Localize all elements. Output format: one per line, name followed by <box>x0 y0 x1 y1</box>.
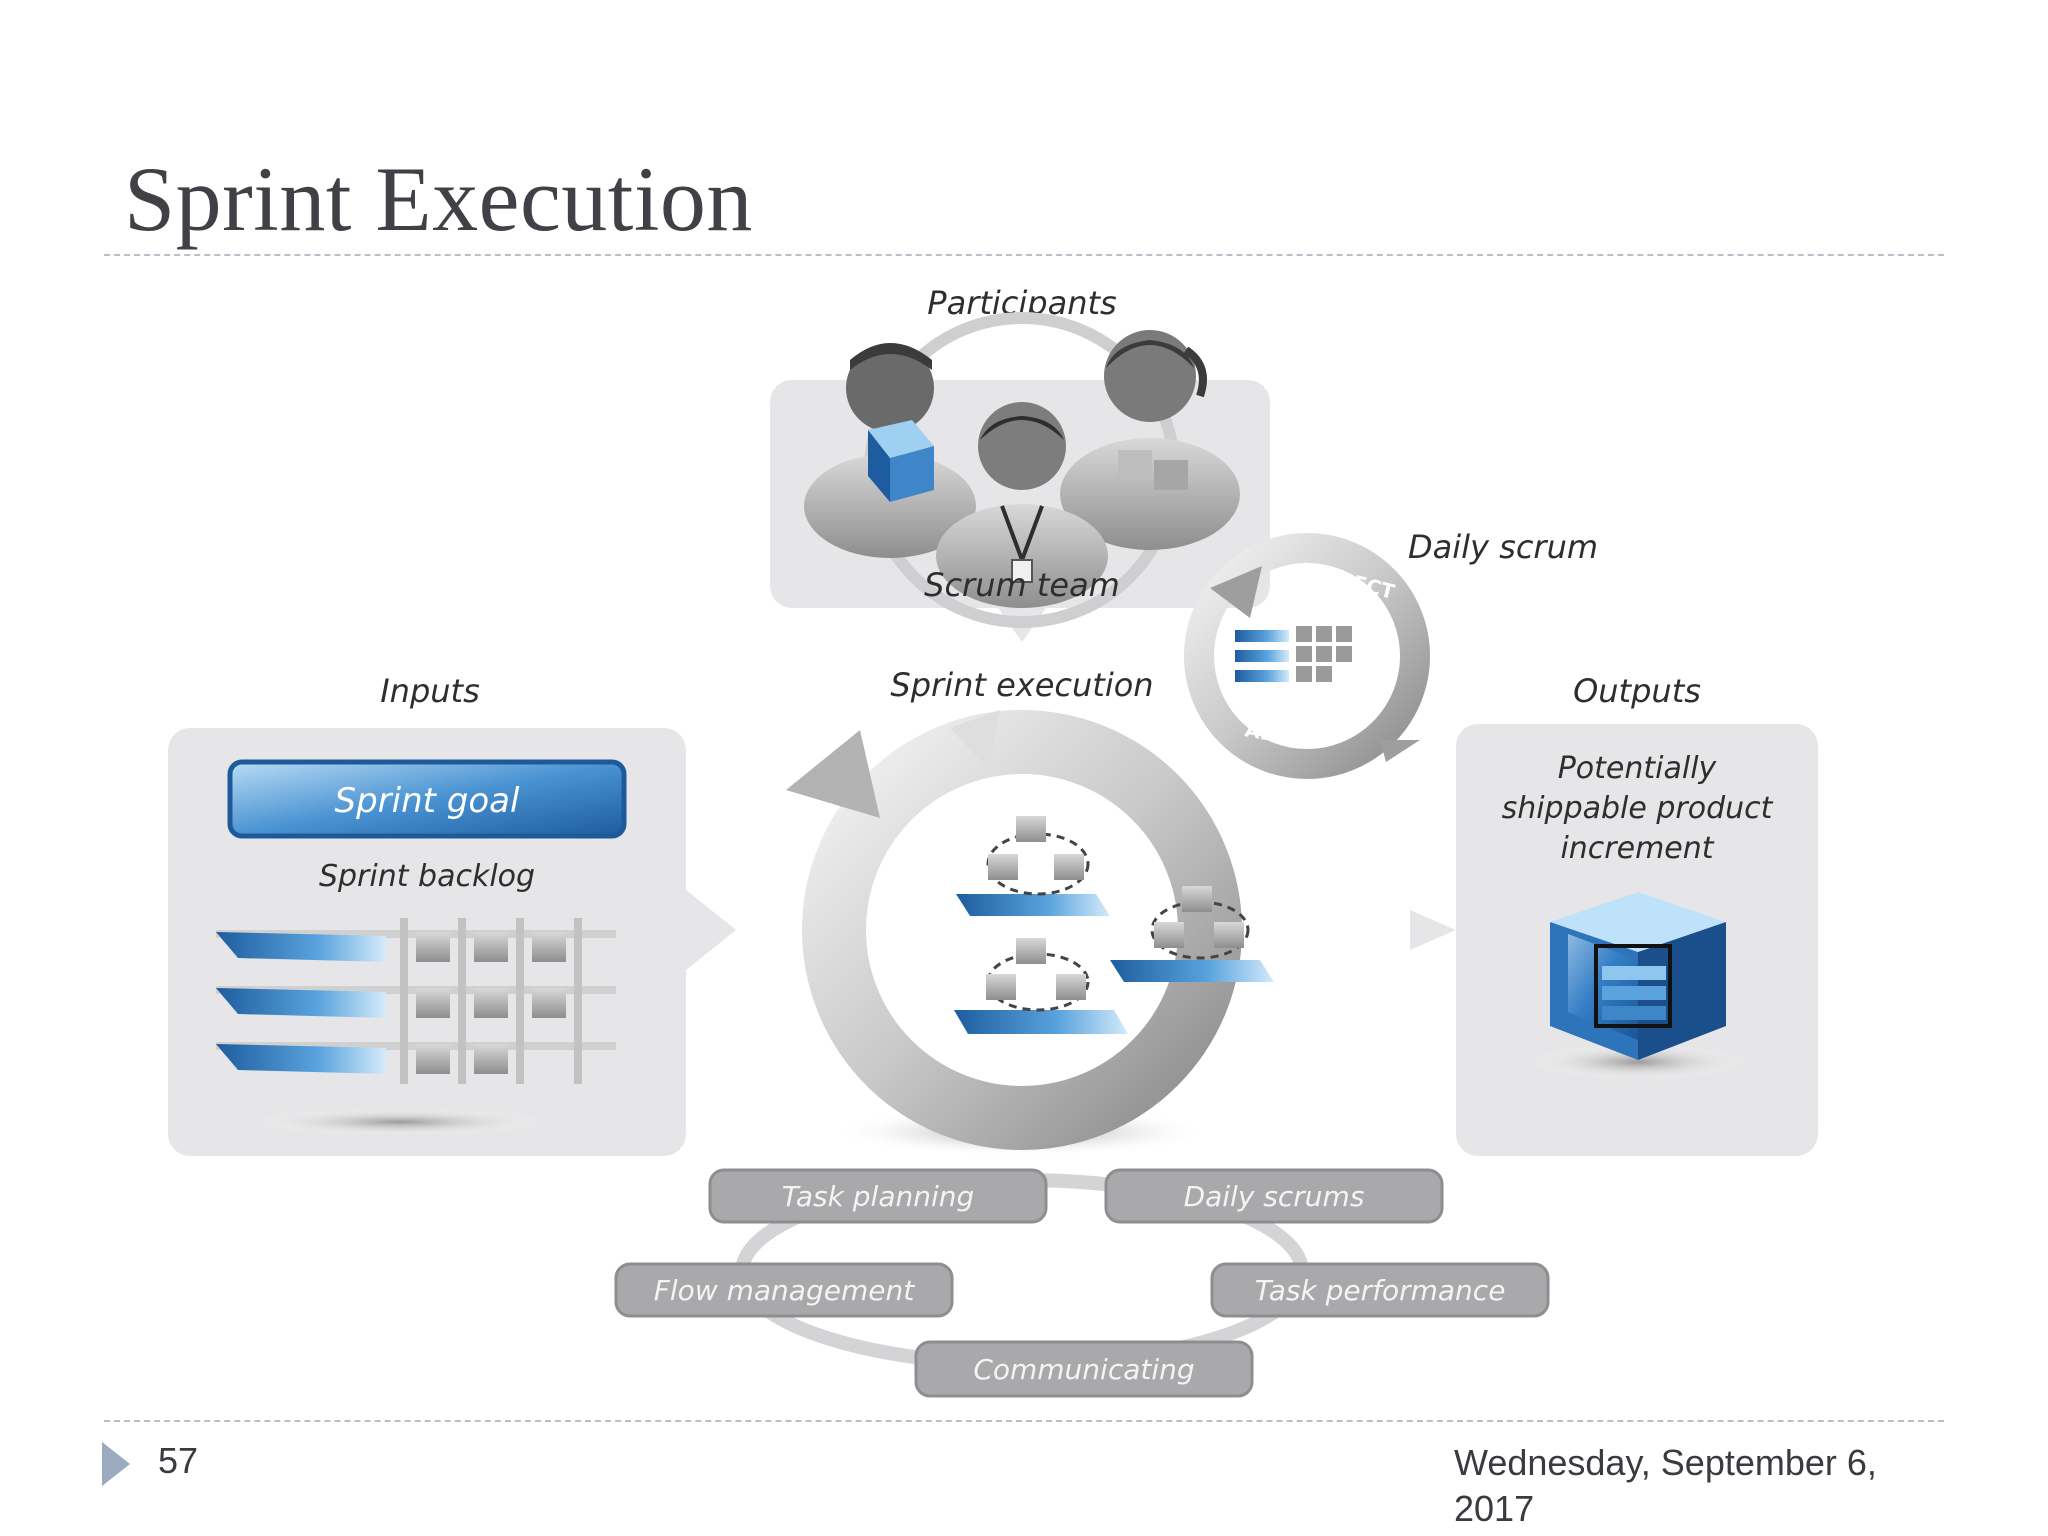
scrum-team-label: Scrum team <box>924 566 1120 604</box>
output-line-2: shippable product <box>1502 791 1774 826</box>
activity-daily-scrums-label: Daily scrums <box>1184 1180 1365 1213</box>
activity-task-planning <box>708 1168 1048 1224</box>
activity-communicating-label: Communicating <box>973 1353 1194 1386</box>
sprint-goal-box <box>227 759 627 839</box>
footer-divider <box>104 1420 1944 1422</box>
title-divider <box>104 254 1944 256</box>
activity-flow-management-label: Flow management <box>654 1274 915 1307</box>
slide-date: Wednesday, September 6, 2017 <box>1454 1442 1877 1529</box>
inputs-label: Inputs <box>380 672 480 710</box>
sprint-work-tasks <box>954 816 1274 1034</box>
activity-daily-scrums <box>1104 1168 1444 1224</box>
sprint-execution-diagram: Participants Scrum team Daily scrum <box>168 284 1818 1398</box>
activity-task-performance-label: Task performance <box>1255 1274 1506 1307</box>
sprint-backlog-label: Sprint backlog <box>319 859 535 894</box>
activity-flow-management <box>614 1262 954 1318</box>
slide-title: Sprint Execution <box>124 148 753 250</box>
sprint-backlog-grid <box>216 918 616 1136</box>
footer-triangle-icon <box>102 1442 130 1486</box>
page-number: 57 <box>158 1440 199 1481</box>
daily-scrum-cycle <box>1184 533 1430 779</box>
outputs-label: Outputs <box>1573 672 1701 710</box>
activity-communicating <box>914 1340 1254 1398</box>
activity-task-planning-label: Task planning <box>782 1180 975 1213</box>
activity-task-performance <box>1210 1262 1550 1318</box>
daily-scrum-label: Daily scrum <box>1408 528 1598 566</box>
sprint-execution-label: Sprint execution <box>890 666 1153 704</box>
sprint-execution-cycle <box>786 710 1242 1156</box>
sprint-goal-label: Sprint goal <box>335 781 520 821</box>
scrum-team-icon <box>804 330 1240 608</box>
output-line-1: Potentially <box>1558 751 1718 786</box>
output-line-3: increment <box>1560 831 1714 866</box>
product-increment-cube <box>1528 892 1748 1080</box>
